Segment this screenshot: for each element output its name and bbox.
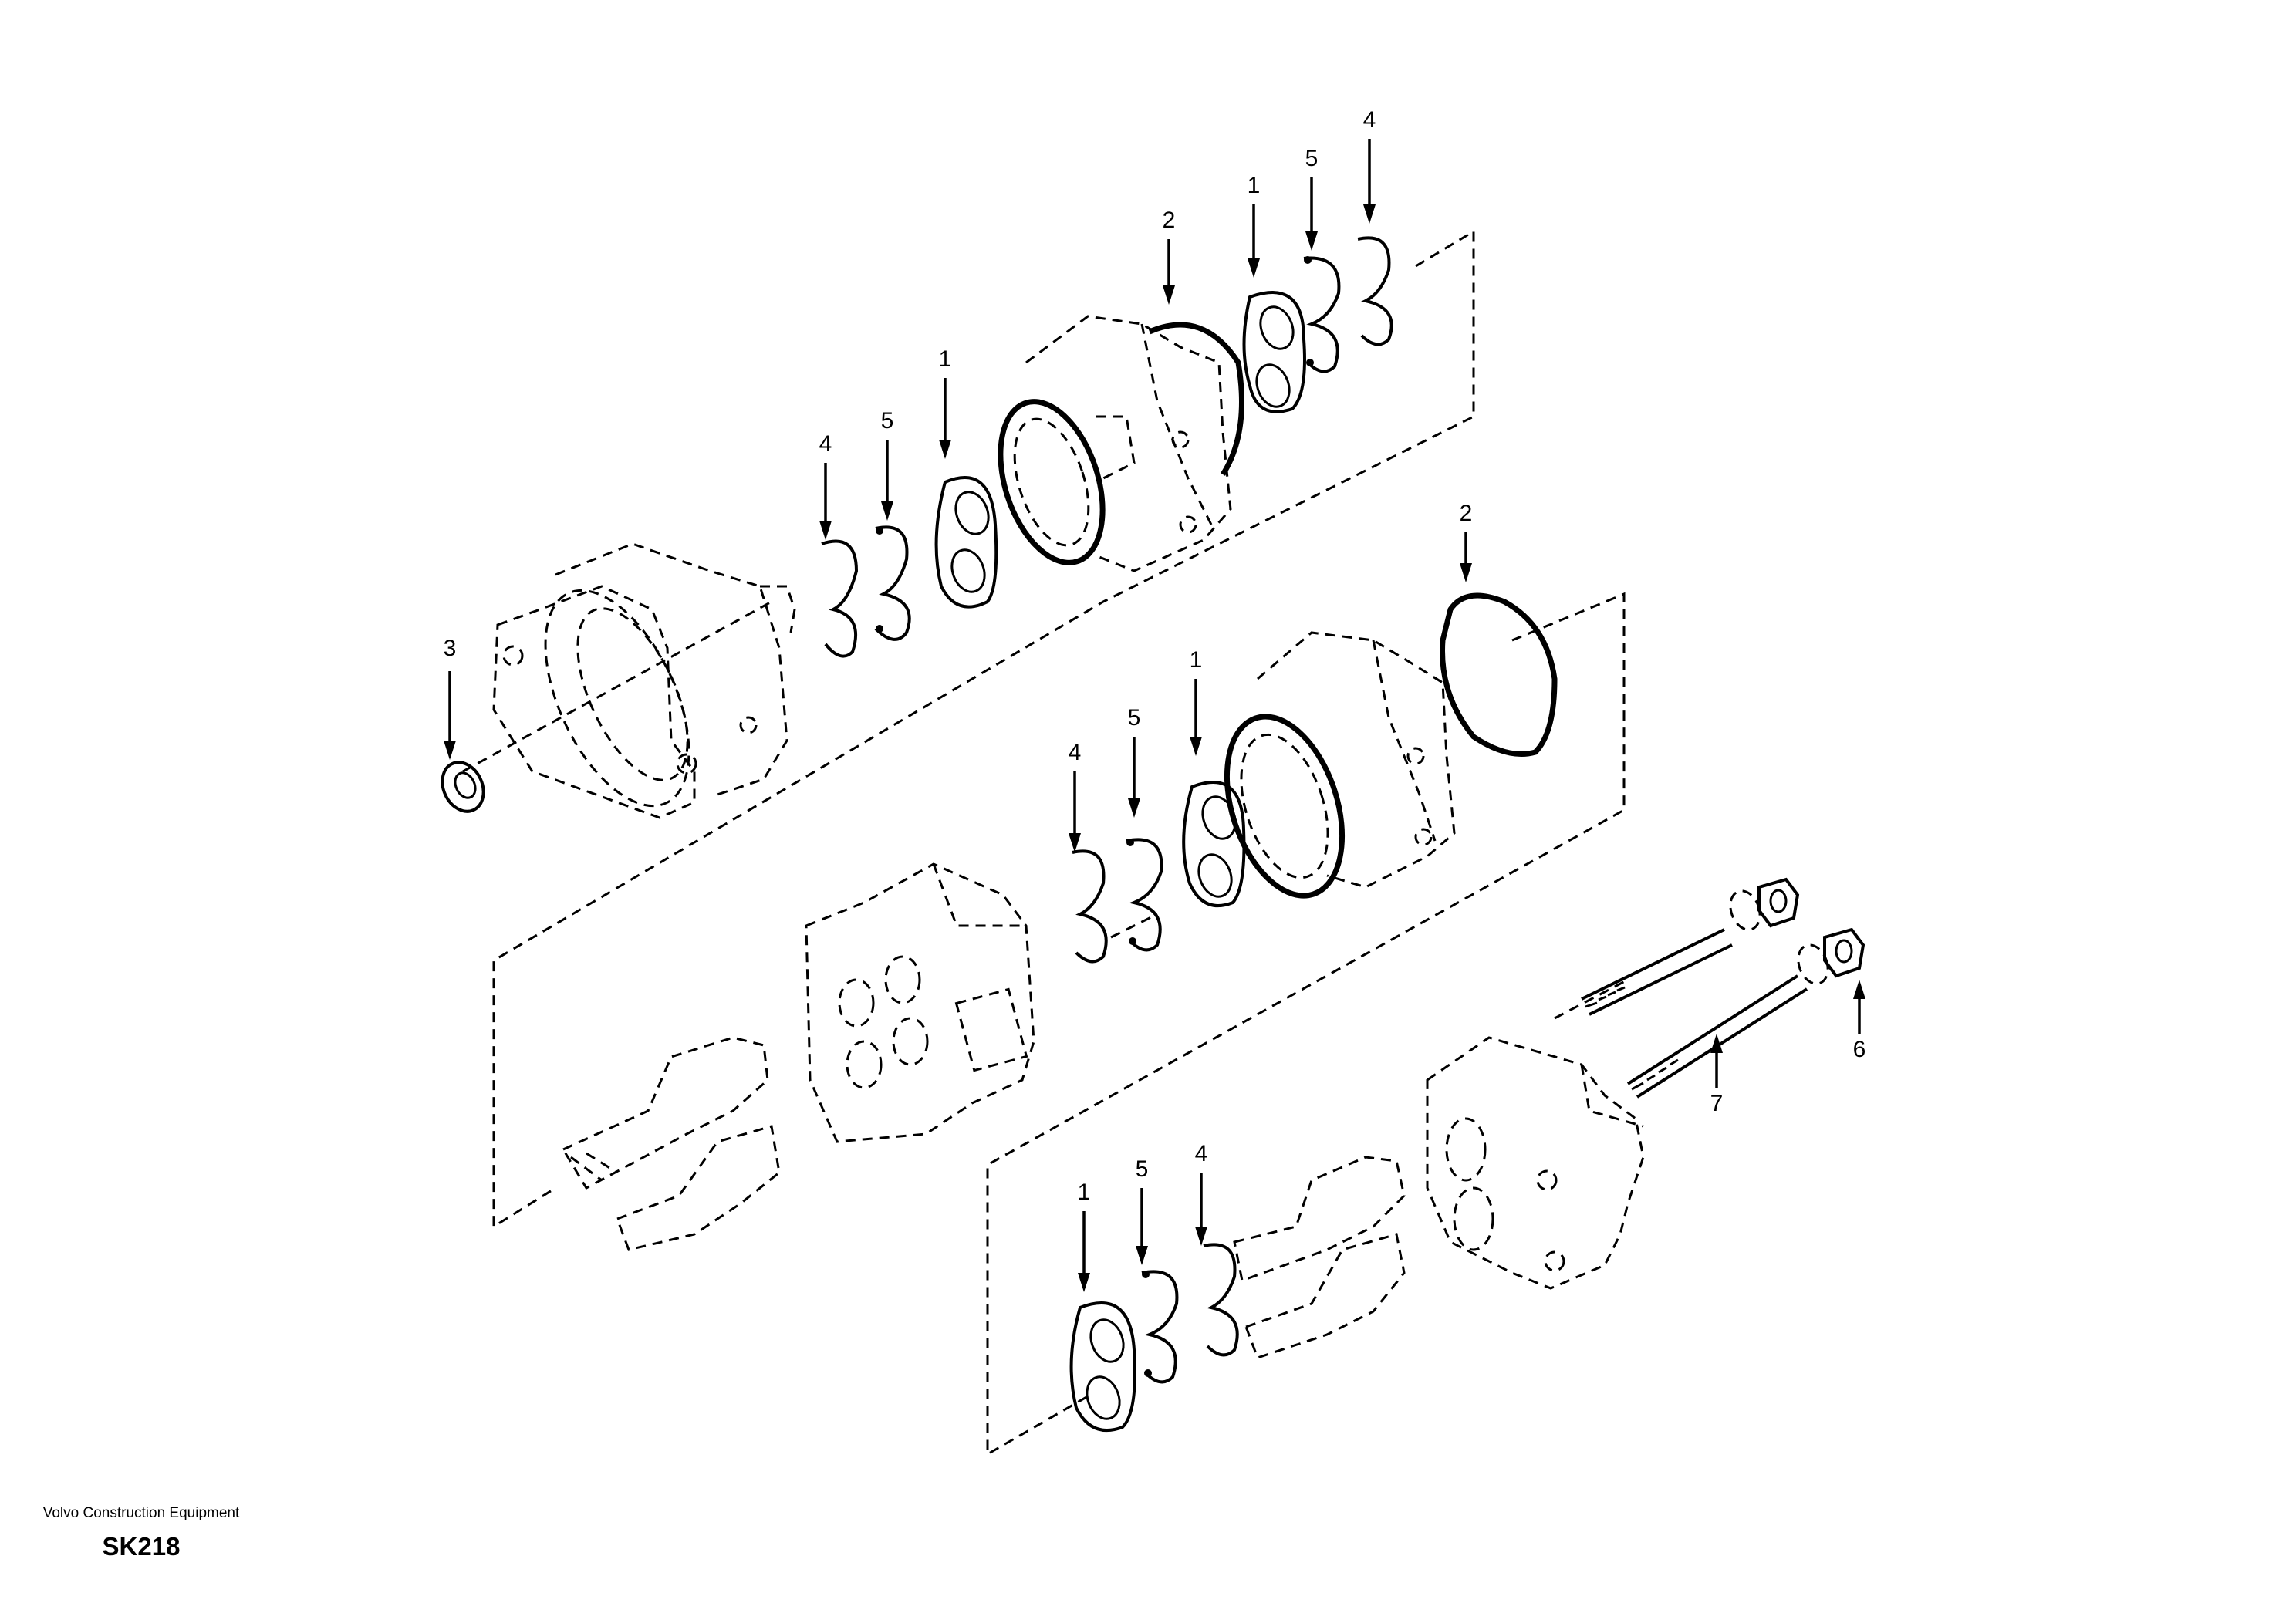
callout-2-middle: 2 <box>1460 501 1473 526</box>
rear-cover-housing <box>1426 1036 1645 1290</box>
hex-nut-part-6 <box>1757 877 1866 978</box>
o-ring-part-2-middle <box>1440 592 1558 757</box>
callout-1-upper-right: 1 <box>1248 173 1261 198</box>
retaining-ring-part-4-upper-right <box>1357 236 1393 346</box>
callout-1-middle: 1 <box>1190 647 1203 673</box>
drive-gear-shaft-left <box>561 1036 781 1251</box>
stud-bolt-part-7 <box>1581 928 1808 1099</box>
callout-4-upper-right: 4 <box>1363 107 1376 133</box>
wear-plate-part-1-lower <box>1069 1301 1136 1432</box>
callout-5-middle: 5 <box>1128 705 1141 731</box>
front-flange-housing <box>492 542 796 819</box>
callout-labels: 3 4 5 1 2 1 5 4 2 1 5 4 1 5 4 6 7 <box>444 107 1866 1205</box>
retaining-ring-part-4-upper-left <box>821 539 859 658</box>
brand-label: Volvo Construction Equipment <box>42 1505 240 1521</box>
o-ring-part-2-upper <box>1148 322 1244 476</box>
backup-ring-part-5-lower <box>1141 1270 1179 1384</box>
callout-1-upper-left: 1 <box>939 346 952 372</box>
pump-body-upper <box>998 315 1232 572</box>
callout-5-upper-left: 5 <box>881 408 894 434</box>
driven-gear-shaft-right <box>1233 1156 1406 1359</box>
retaining-ring-part-4-middle <box>1072 849 1108 964</box>
drawing-footer: Volvo Construction Equipment SK218 <box>37 1504 245 1561</box>
callout-4-lower: 4 <box>1195 1141 1208 1166</box>
assembly-guide-lower <box>986 592 1629 1456</box>
callout-5-lower: 5 <box>1136 1156 1149 1182</box>
callout-arrows <box>444 139 1866 1292</box>
callout-2-upper: 2 <box>1163 208 1176 233</box>
washer-part-6 <box>1729 889 1829 985</box>
callout-4-upper-left: 4 <box>819 431 832 457</box>
callout-3: 3 <box>444 636 457 661</box>
callout-7: 7 <box>1710 1091 1724 1116</box>
backup-ring-part-5-middle <box>1126 838 1163 952</box>
wear-plate-part-1-upper-right <box>1242 291 1306 413</box>
callout-6: 6 <box>1853 1037 1866 1062</box>
shaft-seal-part-3 <box>441 761 485 813</box>
backup-ring-part-5-upper-left <box>874 525 911 641</box>
wear-plate-part-1-middle <box>1182 781 1246 907</box>
drawing-code: SK218 <box>102 1532 181 1561</box>
assembly-guide-upper <box>462 229 1475 1229</box>
wear-plate-part-1-upper-left <box>934 476 998 609</box>
callout-5-upper-right: 5 <box>1305 146 1319 171</box>
retaining-ring-part-4-lower <box>1203 1243 1239 1357</box>
callout-4-middle: 4 <box>1069 740 1082 765</box>
callout-1-lower: 1 <box>1078 1180 1091 1205</box>
gear-housing-center <box>805 862 1035 1143</box>
backup-ring-part-5-upper-right <box>1303 256 1341 373</box>
